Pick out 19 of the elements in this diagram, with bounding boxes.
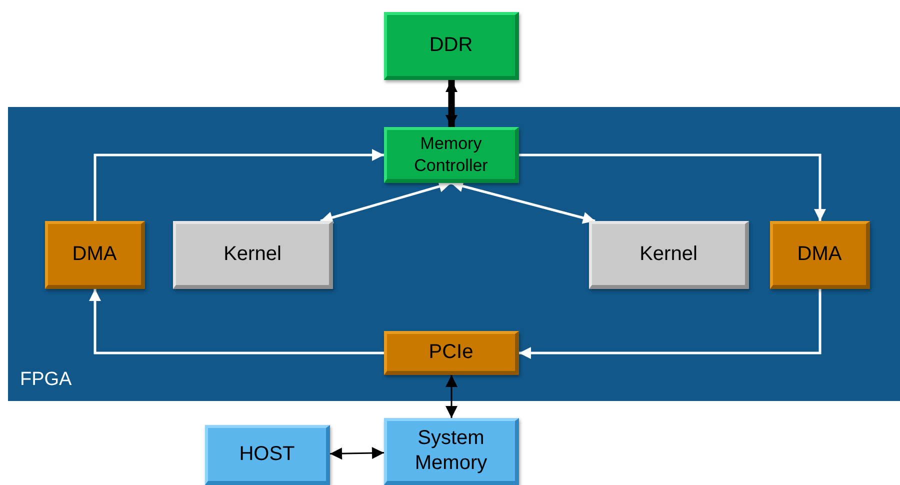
component-box: Kernel	[173, 221, 333, 289]
connector-arrow	[320, 180, 452, 224]
connector-arrow	[519, 154, 826, 221]
connector-arrow	[446, 375, 458, 418]
component-box: DMA	[45, 221, 145, 289]
connector-arrow	[94, 149, 384, 221]
component-box: System Memory	[384, 418, 519, 485]
region-label: FPGA	[20, 369, 72, 391]
component-box: HOST	[205, 425, 330, 485]
connector-arrow	[519, 289, 822, 359]
fpga-region	[8, 107, 900, 401]
connector-arrow	[446, 80, 458, 127]
component-box: PCIe	[384, 331, 519, 375]
component-box: Kernel	[589, 221, 749, 289]
connector-arrow	[330, 447, 384, 460]
connector-arrow	[89, 289, 384, 354]
component-box: DDR	[384, 12, 519, 80]
component-box: Memory Controller	[384, 127, 519, 183]
component-box: DMA	[770, 221, 870, 289]
